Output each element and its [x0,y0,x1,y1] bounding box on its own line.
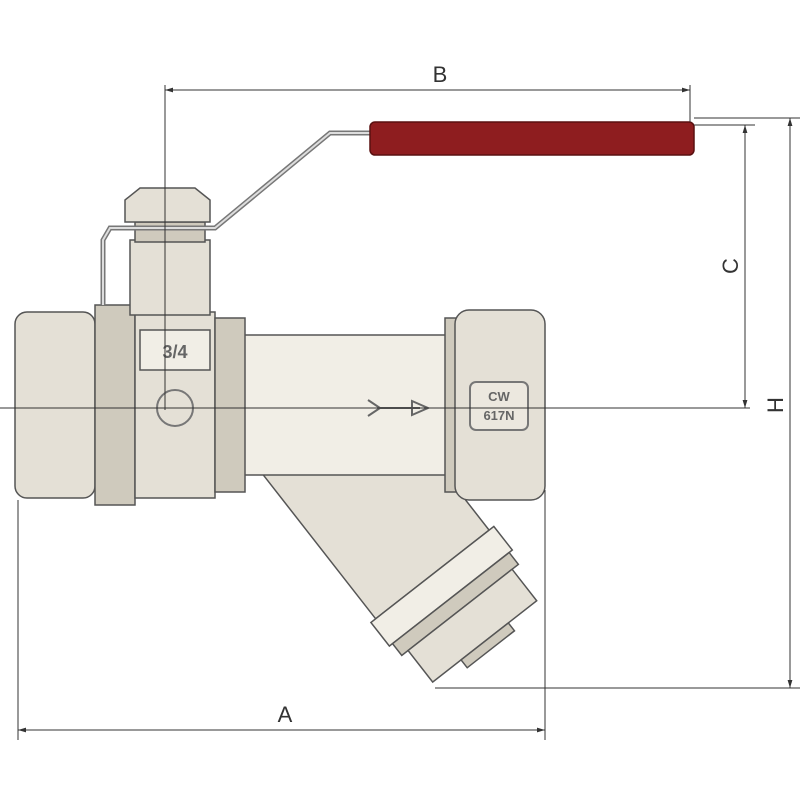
material-line2: 617N [483,408,514,423]
pipe-body [239,334,451,476]
handle-grip[interactable] [369,121,695,156]
right-cap: CW 617N [444,309,546,501]
dimension-c-label: C [718,258,743,274]
material-line1: CW [488,389,510,404]
stem-nut [124,187,211,223]
dimension-h-label: H [763,397,788,413]
stem-collar [134,221,206,243]
size-marking: 3/4 [162,342,187,362]
material-plate [469,381,529,431]
size-plate [139,329,211,371]
dimension-a-label: A [278,702,293,727]
stem-neck [129,239,211,316]
left-body: 3/4 [14,304,246,506]
dimension-b-label: B [433,62,448,87]
